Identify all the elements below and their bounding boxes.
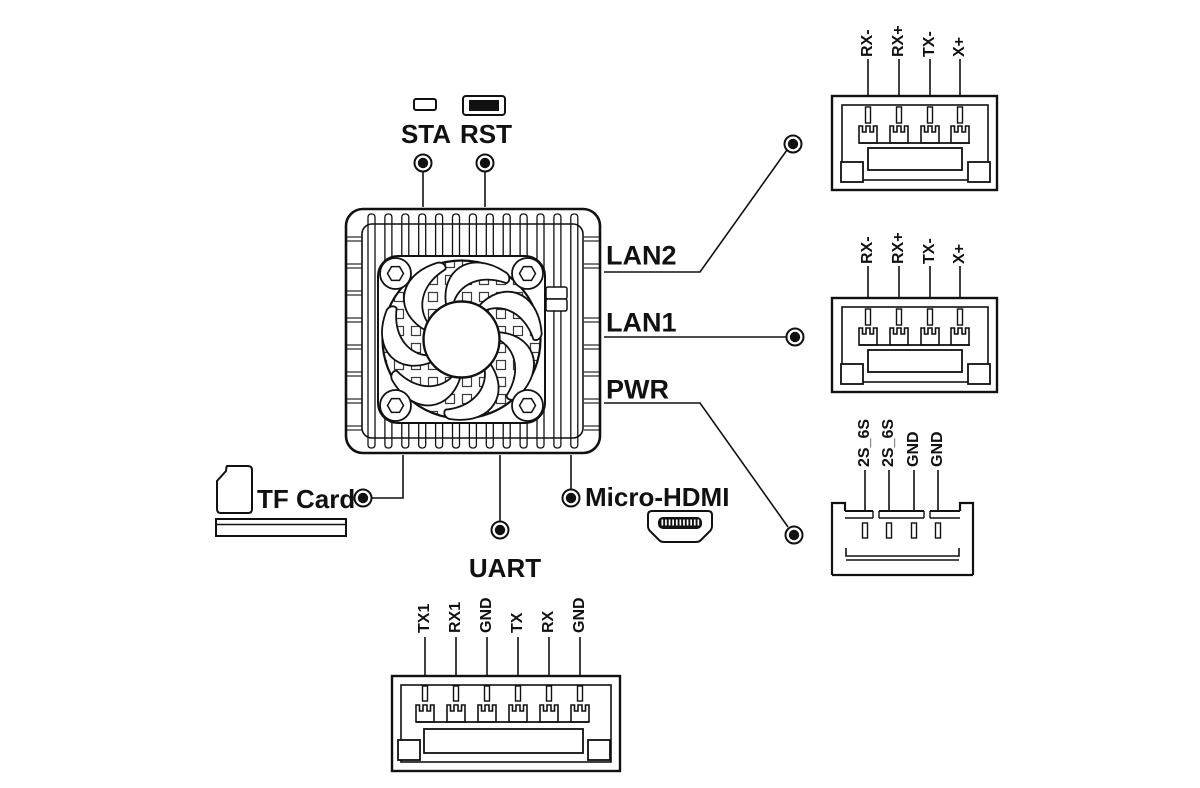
uart-pin-label: TX1: [416, 603, 433, 633]
sta-label: STA: [400, 119, 452, 149]
pwr-label: PWR: [606, 374, 669, 405]
uart-dot: [490, 520, 510, 540]
reset-button-icon: [462, 95, 506, 116]
pwr-connector-pinout: [830, 470, 975, 577]
fan-hub: [422, 300, 501, 379]
fan: [367, 246, 550, 430]
lan2-dot: [783, 134, 803, 154]
lan1-connector-pinout: [832, 266, 997, 392]
uart-pin-label: GND: [571, 597, 588, 633]
uart-pin-label: GND: [478, 597, 495, 633]
lan1-pin-label: RX+: [890, 232, 907, 264]
tf-card-label: TF Card: [257, 484, 356, 514]
micro-hdmi-label: Micro-HDMI: [585, 482, 730, 512]
pwr-pin-label: GND: [929, 431, 946, 467]
lan2-connector-pinout: [832, 59, 997, 190]
uart-pin-label: TX: [509, 612, 526, 633]
lan1-pin-label: TX-: [921, 238, 938, 264]
side-connector-tab: [545, 286, 568, 312]
corner-screws: [379, 257, 544, 422]
side-ridges: [347, 236, 599, 431]
sta-dot: [413, 153, 433, 173]
tf-card-dot: [353, 488, 373, 508]
pwr-pin-label: 2S_6S: [856, 418, 873, 467]
lan1-dot: [785, 327, 805, 347]
lan2-label: LAN2: [606, 240, 677, 271]
leader-lines: [372, 149, 789, 528]
rst-dot: [475, 153, 495, 173]
heatsink-plate-outline: [361, 223, 584, 439]
micro-hdmi-dot: [561, 488, 581, 508]
uart-pin-label: RX1: [447, 601, 464, 633]
pwr-pin-label: 2S_6S: [880, 418, 897, 467]
callout-dots: [353, 134, 805, 545]
lan1-label: LAN1: [606, 307, 677, 338]
lan1-pin-label: RX-: [859, 236, 876, 264]
rst-label: RST: [460, 119, 512, 149]
pwr-pin-label: GND: [905, 431, 922, 467]
tf-card-slot-icon: [215, 518, 347, 537]
pwr-dot: [784, 525, 804, 545]
lan1-pin-label: X+: [951, 243, 968, 264]
uart-pin-label: RX: [540, 610, 557, 633]
micro-hdmi-icon: [647, 510, 713, 543]
uart-label: UART: [468, 553, 542, 583]
uart-connector-pinout: [390, 637, 622, 773]
tf-card-icon: [216, 465, 253, 514]
lan2-pin-label: RX+: [890, 25, 907, 57]
lan2-pin-label: RX-: [859, 29, 876, 57]
lan2-pin-label: TX-: [921, 31, 938, 57]
lan2-pin-label: X+: [951, 36, 968, 57]
heatsink-device: [344, 207, 602, 455]
status-led-icon: [413, 98, 437, 111]
